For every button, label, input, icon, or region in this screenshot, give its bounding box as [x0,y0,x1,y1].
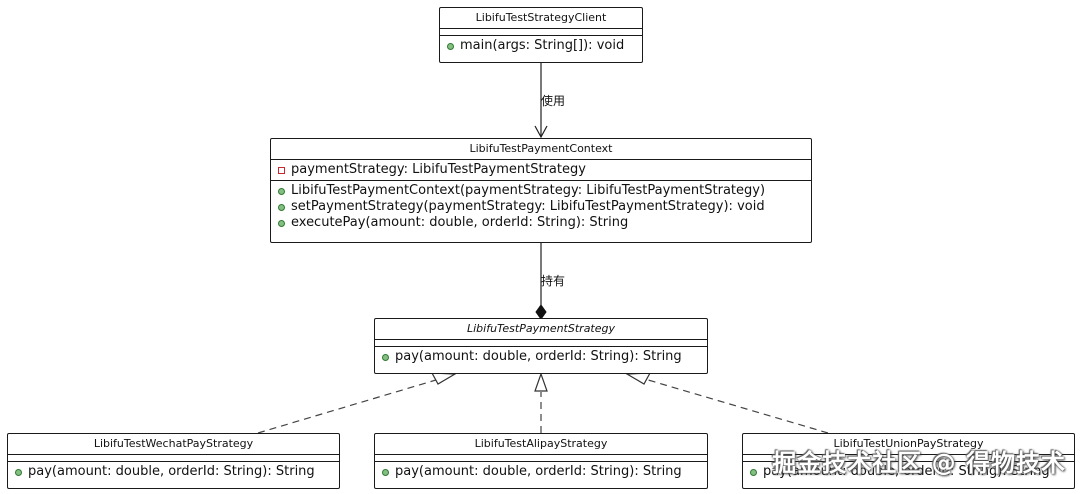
public-visibility-icon [447,42,454,50]
class-name: LibifuTestWechatPayStrategy [8,434,339,455]
private-visibility-icon [278,166,285,174]
realization-arrow-alipay [534,372,548,392]
realization-line-union [637,376,829,434]
methods-section: pay(amount: double, orderId: String): St… [743,462,1074,482]
method-row: LibifuTestPaymentContext(paymentStrategy… [271,183,811,199]
class-name: LibifuTestStrategyClient [440,8,642,29]
composition-diamond [535,304,547,320]
public-visibility-icon [382,353,389,361]
method-signature: pay(amount: double, orderId: String): St… [395,464,682,479]
fields-section [8,455,339,462]
public-visibility-icon [278,219,285,227]
public-visibility-icon [15,468,22,476]
realization-arrow-wechat [430,372,458,385]
fields-section [440,29,642,36]
class-name: LibifuTestPaymentContext [271,139,811,160]
uses-label: 使用 [541,94,566,108]
realization-line-wechat [257,376,447,434]
class-name: LibifuTestUnionPayStrategy [743,434,1074,455]
fields-section [743,455,1074,462]
methods-section: pay(amount: double, orderId: String): St… [375,347,707,367]
interface-name: LibifuTestPaymentStrategy [375,319,707,340]
uses-arrowhead [534,125,548,139]
class-union: LibifuTestUnionPayStrategy pay(amount: d… [742,433,1075,489]
public-visibility-icon [750,468,757,476]
method-signature: pay(amount: double, orderId: String): St… [28,464,315,479]
method-signature: pay(amount: double, orderId: String): St… [395,349,682,364]
method-signature: pay(amount: double, orderId: String): St… [763,464,1050,479]
holds-label: 持有 [541,274,566,288]
method-signature: executePay(amount: double, orderId: Stri… [291,215,629,230]
method-row: pay(amount: double, orderId: String): St… [8,464,339,480]
class-alipay: LibifuTestAlipayStrategy pay(amount: dou… [374,433,708,489]
class-client: LibifuTestStrategyClient main(args: Stri… [439,7,643,63]
methods-section: pay(amount: double, orderId: String): St… [375,462,707,482]
fields-section [375,455,707,462]
method-row: executePay(amount: double, orderId: Stri… [271,215,811,231]
public-visibility-icon [382,468,389,476]
class-name: LibifuTestAlipayStrategy [375,434,707,455]
interface-strategy: LibifuTestPaymentStrategy pay(amount: do… [374,318,708,374]
methods-section: LibifuTestPaymentContext(paymentStrategy… [271,181,811,233]
field-row: paymentStrategy: LibifuTestPaymentStrate… [271,162,811,178]
public-visibility-icon [278,187,285,195]
method-row: setPaymentStrategy(paymentStrategy: Libi… [271,199,811,215]
public-visibility-icon [278,203,285,211]
class-wechat: LibifuTestWechatPayStrategy pay(amount: … [7,433,340,489]
method-row: pay(amount: double, orderId: String): St… [375,464,707,480]
watermark: 掘金技术社区 @ 得物技术 [772,449,1066,477]
method-row: main(args: String[]): void [440,38,642,54]
method-row: pay(amount: double, orderId: String): St… [743,464,1074,480]
class-context: LibifuTestPaymentContext paymentStrategy… [270,138,812,243]
method-row: pay(amount: double, orderId: String): St… [375,349,707,365]
field-signature: paymentStrategy: LibifuTestPaymentStrate… [291,162,586,177]
methods-section: pay(amount: double, orderId: String): St… [8,462,339,482]
methods-section: main(args: String[]): void [440,36,642,56]
fields-section [375,340,707,347]
method-signature: LibifuTestPaymentContext(paymentStrategy… [291,183,766,198]
method-signature: main(args: String[]): void [460,38,625,53]
fields-section: paymentStrategy: LibifuTestPaymentStrate… [271,160,811,181]
realization-arrow-union [624,372,652,385]
method-signature: setPaymentStrategy(paymentStrategy: Libi… [291,199,765,214]
